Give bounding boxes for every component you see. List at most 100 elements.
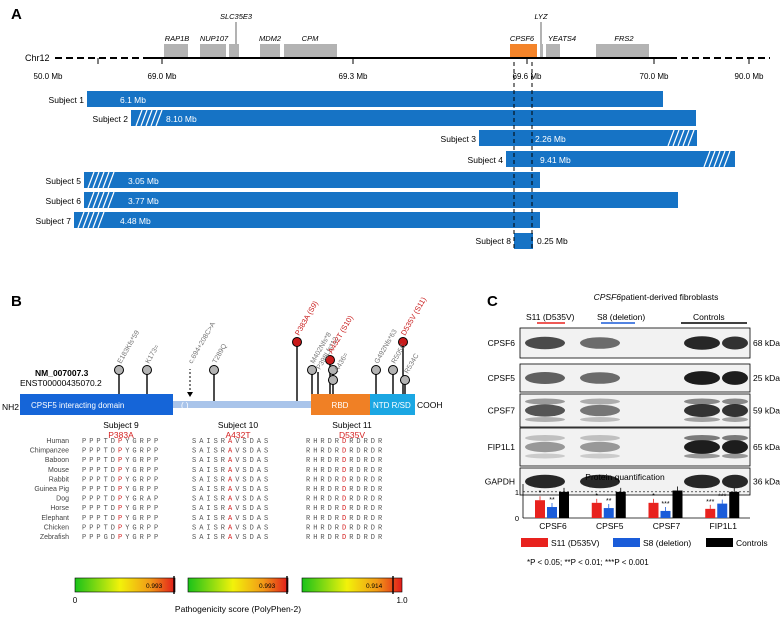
tick-label-90: 90.0 Mb (735, 72, 764, 81)
alignment-subject-title: Subject 10 (218, 420, 258, 430)
alignment-residue: R (306, 505, 311, 513)
variant-head-p383a (292, 337, 302, 347)
subject-1-row: Subject 1 6.1 Mb (49, 91, 663, 107)
variant-head-g492n (371, 365, 381, 375)
alignment-residue: S (242, 476, 246, 484)
blot-band-upper (722, 398, 748, 405)
score-bar-s10 (187, 577, 289, 593)
scale-title: Pathogenicity score (PolyPhen-2) (175, 604, 301, 614)
alignment-residue: P (96, 534, 100, 542)
x-category-label: CPSF5 (596, 521, 624, 531)
blot-protein-label: CPSF7 (488, 406, 516, 416)
alignment-residue: S (264, 505, 268, 513)
alignment-residue: I (206, 476, 210, 484)
subject-2-row: Subject 2 8.10 Mb (93, 109, 696, 127)
alignment-residue: D (328, 448, 332, 456)
transcript-nm: NM_007007.3 (35, 368, 89, 378)
alignment-residue: D (328, 486, 332, 494)
alignment-residue: A (147, 496, 152, 504)
alignment-residue: A (228, 524, 233, 532)
alignment-residue: S (214, 457, 218, 465)
blot-protein-label: CPSF5 (488, 373, 516, 383)
alignment-residue: T (104, 524, 108, 532)
alignment-residue: I (206, 496, 210, 504)
alignment-residue: S (214, 515, 218, 523)
alignment-residue: S (242, 505, 246, 513)
alignment-residue: R (221, 448, 226, 456)
alignment-residue: D (356, 467, 360, 475)
alignment-residue: D (371, 534, 375, 542)
alignment-residue: A (199, 496, 204, 504)
panel-b-label: B (11, 293, 22, 310)
alignment-residue: R (221, 524, 226, 532)
alignment-residue: S (264, 467, 268, 475)
alignment-residue: D (371, 515, 375, 523)
alignment-residue: R (364, 534, 369, 542)
alignment-residue: A (199, 467, 204, 475)
alignment-residue: D (111, 505, 115, 513)
nh2-label: NH2 (2, 402, 19, 412)
gene-label-frs2: FRS2 (614, 34, 634, 43)
chart-title: Protein quantification (585, 472, 665, 482)
alignment-residue: R (349, 457, 354, 465)
alignment-residue: R (221, 496, 226, 504)
scale-max-label: 1.0 (396, 596, 408, 605)
subject-7-label: Subject 7 (36, 216, 72, 226)
alignment-residue: I (206, 515, 210, 523)
variant-head-a436 (328, 365, 338, 375)
alignment-residue: S (264, 515, 268, 523)
variant-stems (118, 344, 406, 401)
variant-label-e183k: E183Kfs*59 (117, 329, 142, 365)
alignment-residue: A (228, 515, 233, 523)
alignment-residue: D (111, 496, 115, 504)
alignment-residue: Y (125, 524, 130, 532)
alignment-residue: H (313, 448, 317, 456)
alignment-residue: R (306, 476, 311, 484)
gene-box-yeats4 (546, 44, 560, 57)
alignment-residue: D (250, 515, 254, 523)
alignment-residue: P (82, 534, 86, 542)
alignment-residue: P (154, 467, 158, 475)
alignment-residue: R (378, 534, 383, 542)
alignment-residue: R (140, 515, 145, 523)
alignment-residue: S (242, 467, 246, 475)
x-category-label: CPSF6 (539, 521, 567, 531)
y-tick-label: 1 (515, 488, 519, 497)
alignment-residue: P (147, 486, 151, 494)
alignment-residue: P (118, 505, 122, 513)
variant-label-t289q: T289Q (212, 342, 229, 365)
alignment-residue: S (264, 486, 268, 494)
alignment-residue: H (313, 524, 317, 532)
alignment-residue: R (221, 515, 226, 523)
blot-band (525, 336, 565, 350)
alignment-residue: G (132, 486, 136, 494)
alignment-residue: P (154, 438, 158, 446)
subject-1-label: Subject 1 (49, 95, 85, 105)
gene-box-lyz (540, 44, 543, 57)
alignment-residue: R (349, 438, 354, 446)
alignment-residue: R (140, 534, 145, 542)
alignment-residue: T (104, 515, 108, 523)
alignment-residue: P (147, 438, 151, 446)
alignment-residue: P (118, 515, 122, 523)
alignment-residue: R (378, 438, 383, 446)
alignment-residue: R (349, 476, 354, 484)
blot-band (722, 371, 748, 385)
blot-band (580, 441, 620, 453)
alignment-residue: I (206, 534, 210, 542)
alignment-residue: A (199, 524, 204, 532)
alignment-residue: R (306, 496, 311, 504)
alignment-residue: R (320, 496, 325, 504)
alignment-residue: D (250, 486, 254, 494)
ntd-domain (370, 394, 415, 415)
transcript-enst: ENST00000435070.2 (20, 378, 102, 388)
alignment-residue: P (154, 448, 158, 456)
alignment-residue: D (328, 476, 332, 484)
variant-label-p383a: P383A (S9) (293, 299, 320, 337)
alignment-residue: A (257, 476, 262, 484)
alignment-residue: G (104, 534, 108, 542)
blot-title-rest: patient-derived fibroblasts (621, 292, 718, 302)
alignment-residue: D (111, 524, 115, 532)
alignment-residue: D (371, 448, 375, 456)
blot-band (525, 404, 565, 417)
